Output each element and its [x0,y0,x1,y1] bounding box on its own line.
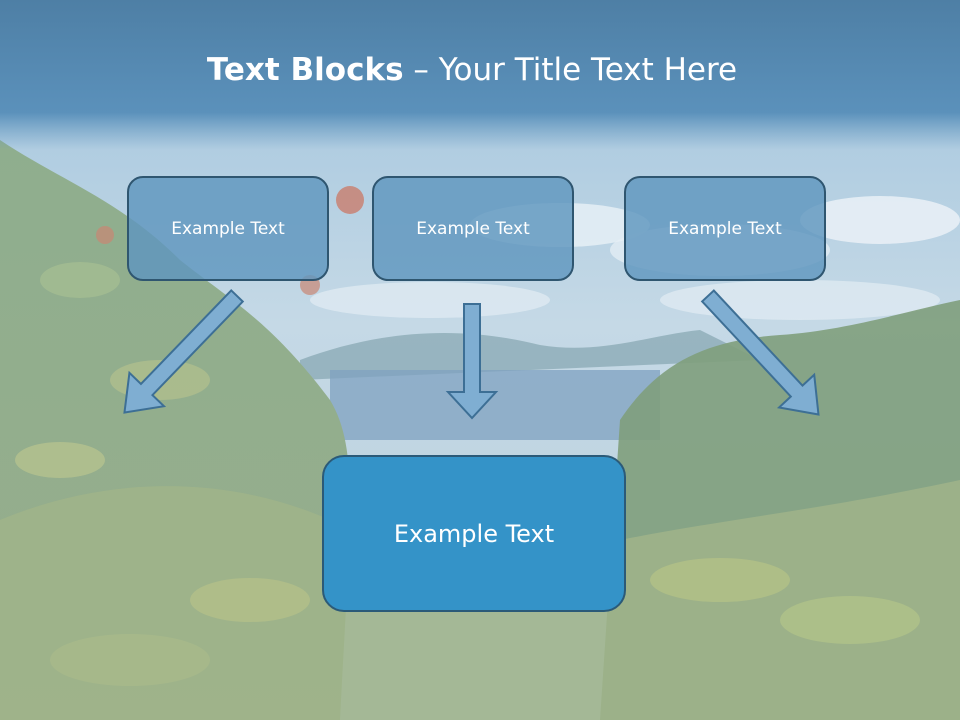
center-text-block-label: Example Text [393,519,555,548]
text-block-2[interactable]: Example Text [372,176,574,281]
arrow-left-diagonal [123,289,245,414]
text-block-1[interactable]: Example Text [127,176,329,281]
arrow-middle-down [445,303,499,420]
slide-title: Text Blocks – Your Title Text Here [0,52,944,88]
text-block-3-label: Example Text [668,218,782,239]
title-band [0,0,960,150]
text-block-1-label: Example Text [171,218,285,239]
center-text-block[interactable]: Example Text [322,455,626,612]
slide-title-dash: – [403,52,439,88]
arrow-right-diagonal [700,289,820,416]
slide-title-bold: Text Blocks [206,52,404,88]
text-block-2-label: Example Text [416,218,530,239]
slide-title-rest: Your Title Text Here [438,52,738,88]
text-block-3[interactable]: Example Text [624,176,826,281]
